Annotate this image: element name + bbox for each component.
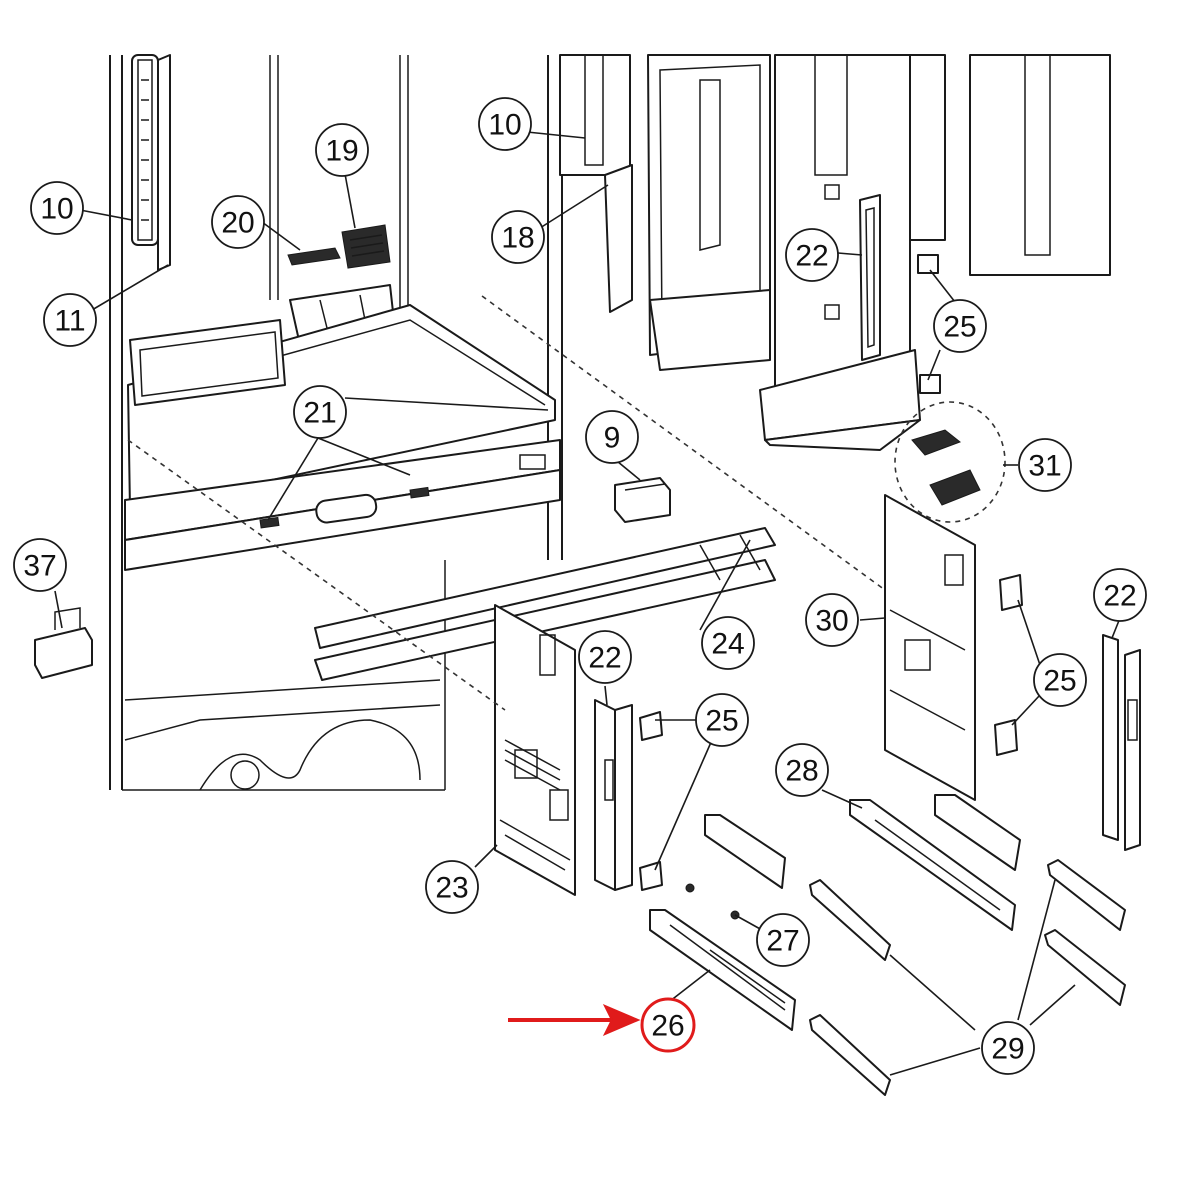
callout-circle [756, 913, 810, 967]
part-25-clip-mid-bottom [639, 861, 663, 891]
callout-circle [43, 293, 97, 347]
callout-21: 21 [293, 385, 347, 439]
callout-label: 29 [991, 1033, 1024, 1066]
callout-22: 22 [785, 228, 839, 282]
callout-30: 30 [805, 593, 859, 647]
callout-circle [293, 385, 347, 439]
part-29-covers [809, 859, 1126, 1096]
callout-label: 20 [221, 207, 254, 240]
part-28-slide [849, 794, 1021, 931]
callout-label: 18 [501, 222, 534, 255]
callout-layer: 10 11 20 19 10 18 22 25 21 9 31 37 30 22 24 22 25 25 28 23 2… [13, 97, 1147, 1075]
right-upper-section [559, 54, 1111, 451]
callout-circle [478, 97, 532, 151]
callout-circle [315, 123, 369, 177]
callout-label: 30 [815, 605, 848, 638]
part-25-clip-right-bottom [994, 719, 1018, 756]
part-25-clip-upper-bottom [919, 374, 941, 394]
callout-label: 22 [1103, 580, 1136, 613]
callout-circle [211, 195, 265, 249]
callout-22: 22 [578, 630, 632, 684]
callout-25: 25 [1033, 653, 1087, 707]
part-20-clip [287, 247, 341, 266]
part-22-left-slide [594, 699, 633, 891]
callout-circle [585, 410, 639, 464]
callout-label: 11 [54, 305, 85, 338]
callout-28: 28 [775, 743, 829, 797]
callout-circle [805, 593, 859, 647]
part-21-shelf [124, 304, 561, 571]
callout-label: 19 [325, 135, 358, 168]
callout-25: 25 [695, 693, 749, 747]
callout-circle [981, 1021, 1035, 1075]
callout-18: 18 [491, 210, 545, 264]
part-26-drawer-slide [649, 814, 796, 1031]
left-cabinet [109, 55, 563, 791]
callout-25: 25 [933, 299, 987, 353]
part-25-clip-upper-top [917, 254, 939, 274]
callout-27: 27 [756, 913, 810, 967]
callout-circle [30, 181, 84, 235]
left-door-rail [131, 54, 171, 271]
highlight-arrow [508, 1004, 641, 1036]
callout-label: 37 [23, 550, 56, 583]
callout-circle [701, 616, 755, 670]
part-22-upper-slide [859, 194, 881, 361]
callout-circle [933, 299, 987, 353]
callout-label: 9 [604, 422, 621, 455]
alignment-line-lower [127, 439, 506, 711]
callout-22: 22 [1093, 568, 1147, 622]
callout-label: 25 [943, 311, 976, 344]
part-24-drawer-rail [314, 527, 776, 681]
callout-circle [775, 743, 829, 797]
callout-20: 20 [211, 195, 265, 249]
callout-31: 31 [1018, 438, 1072, 492]
callout-label: 23 [435, 872, 468, 905]
part-37-bracket [34, 607, 93, 679]
alignment-line-upper [481, 295, 886, 591]
part-23-drawer-panel [494, 604, 576, 896]
callout-label: 24 [711, 628, 744, 661]
callout-label: 25 [705, 705, 738, 738]
callout-19: 19 [315, 123, 369, 177]
callout-9: 9 [585, 410, 639, 464]
callout-24: 24 [701, 616, 755, 670]
callout-label: 21 [303, 397, 336, 430]
part-22-right-slide [1102, 634, 1141, 851]
callout-circle [695, 693, 749, 747]
callout-label: 26 [651, 1010, 684, 1043]
part-25-clip-right-top [999, 574, 1023, 611]
callout-label: 27 [766, 925, 799, 958]
callout-10: 10 [478, 97, 532, 151]
callout-23: 23 [425, 860, 479, 914]
part-9-bracket [614, 477, 671, 523]
callout-circle [578, 630, 632, 684]
callout-29: 29 [981, 1021, 1035, 1075]
callout-circle [491, 210, 545, 264]
callout-label: 10 [488, 109, 521, 142]
callout-circle [1018, 438, 1072, 492]
part-27-screw-a [685, 883, 695, 893]
callout-circle [1033, 653, 1087, 707]
callout-label: 25 [1043, 665, 1076, 698]
callout-10: 10 [30, 181, 84, 235]
callout-26: 26 [640, 997, 696, 1053]
part-30-drawer-panel [884, 494, 976, 801]
callout-label: 31 [1028, 450, 1061, 483]
part-31-detail [894, 401, 1006, 523]
callout-label: 28 [785, 755, 818, 788]
callout-circle [785, 228, 839, 282]
callout-label: 22 [795, 240, 828, 273]
part-19-filter-cover [341, 224, 391, 269]
callout-37: 37 [13, 538, 67, 592]
part-25-clip-mid-top [639, 711, 663, 741]
callout-circle [1093, 568, 1147, 622]
callout-circle [13, 538, 67, 592]
callout-circle [425, 860, 479, 914]
callout-11: 11 [43, 293, 97, 347]
callout-label: 22 [588, 642, 621, 675]
callout-label: 10 [40, 193, 73, 226]
callout-circle [640, 997, 696, 1053]
